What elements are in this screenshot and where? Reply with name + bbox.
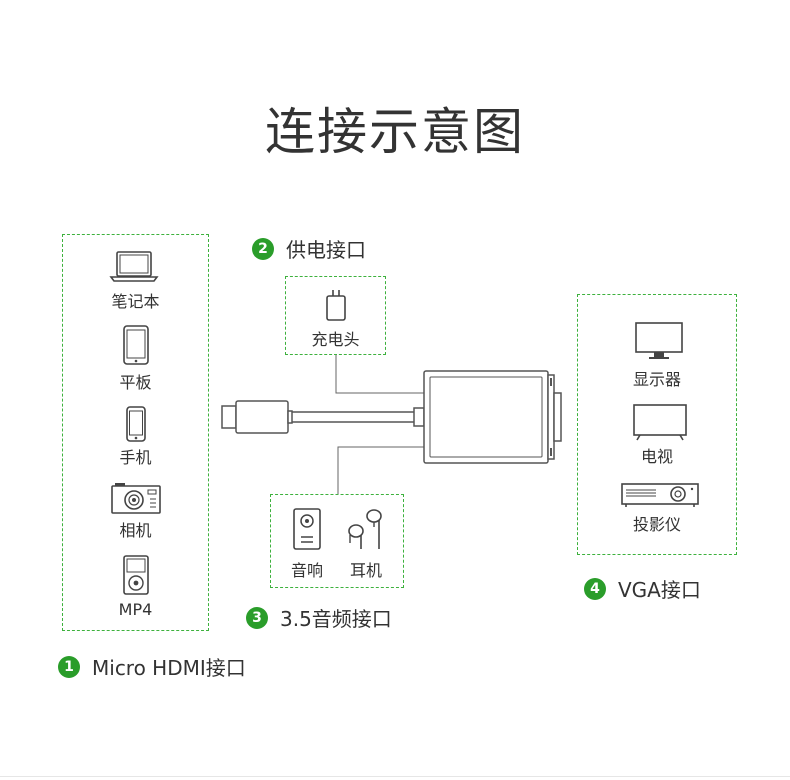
audio-box [270,494,404,588]
display-box [577,294,737,555]
page-title: 连接示意图 [265,103,525,161]
callout-micro-hdmi-port-text: Micro HDMI接口 [92,656,246,680]
audio-connector-line [337,446,424,494]
callout-power-port: 2 供电接口 [252,234,366,263]
tablet-icon [123,325,149,365]
cable [292,411,416,423]
callout-number-3: 3 [246,606,268,629]
mp4-label: MP4 [118,600,153,619]
tablet-label: 平板 [119,373,152,392]
callout-vga-port: 4 VGA接口 [584,574,701,603]
monitor-label: 显示器 [632,370,681,389]
power-box [285,276,386,355]
earphone-label: 耳机 [349,561,382,580]
vga-port [547,374,562,460]
tv-label: 电视 [640,447,673,466]
camera-label: 相机 [119,521,152,540]
phone-label: 手机 [119,448,152,467]
laptop-label: 笔记本 [111,292,160,311]
camera-icon [111,483,161,514]
adapter-body [423,370,549,464]
speaker-icon [293,508,321,550]
callout-number-2: 2 [252,237,274,260]
callout-audio-port: 3 3.5音频接口 [246,603,392,632]
cable-strain-relief [413,407,425,427]
micro-hdmi-plug [221,400,293,434]
callout-vga-port-text: VGA接口 [618,578,701,602]
bottom-divider [0,776,790,777]
callout-audio-port-text: 3.5音频接口 [280,607,392,631]
monitor-icon [635,322,683,359]
callout-micro-hdmi-port: 1 Micro HDMI接口 [58,652,246,681]
projector-icon [621,483,699,507]
vga-port-screws [550,378,552,456]
power-connector-line [335,355,424,394]
projector-label: 投影仪 [632,515,681,534]
tv-icon [633,404,687,441]
source-devices-box [62,234,209,631]
speaker-label: 音响 [290,561,323,580]
callout-number-4: 4 [584,577,606,600]
phone-icon [126,406,146,442]
callout-power-port-text: 供电接口 [286,238,366,262]
earphone-icon [348,509,382,549]
charger-label: 充电头 [311,330,360,349]
charger-icon [326,290,346,321]
mp4-player-icon [123,555,149,595]
laptop-icon [109,251,159,282]
callout-number-1: 1 [58,655,80,678]
